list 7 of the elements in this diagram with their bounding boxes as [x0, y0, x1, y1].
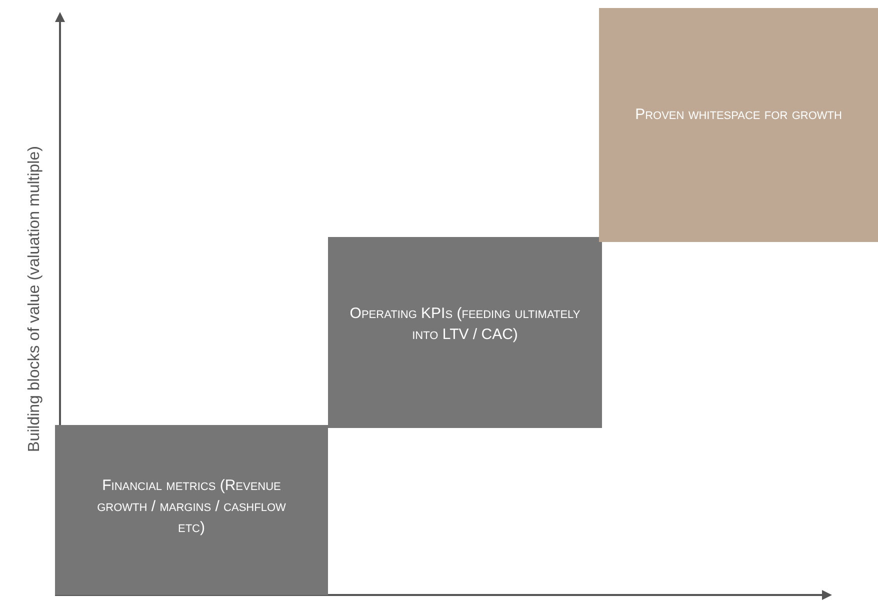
block-label: Financial metrics (Revenue growth / margins / cashflow etc) [96, 476, 287, 538]
step-block [328, 237, 602, 428]
step-block [55, 425, 328, 595]
axis-title: Building blocks of value (valuation multiple) [26, 145, 44, 454]
block-label: Operating KPIs (feeding ultimately into LTV / CAC) [348, 304, 582, 345]
step-block [599, 8, 878, 242]
block-label: Proven whitespace for growth [635, 105, 842, 125]
